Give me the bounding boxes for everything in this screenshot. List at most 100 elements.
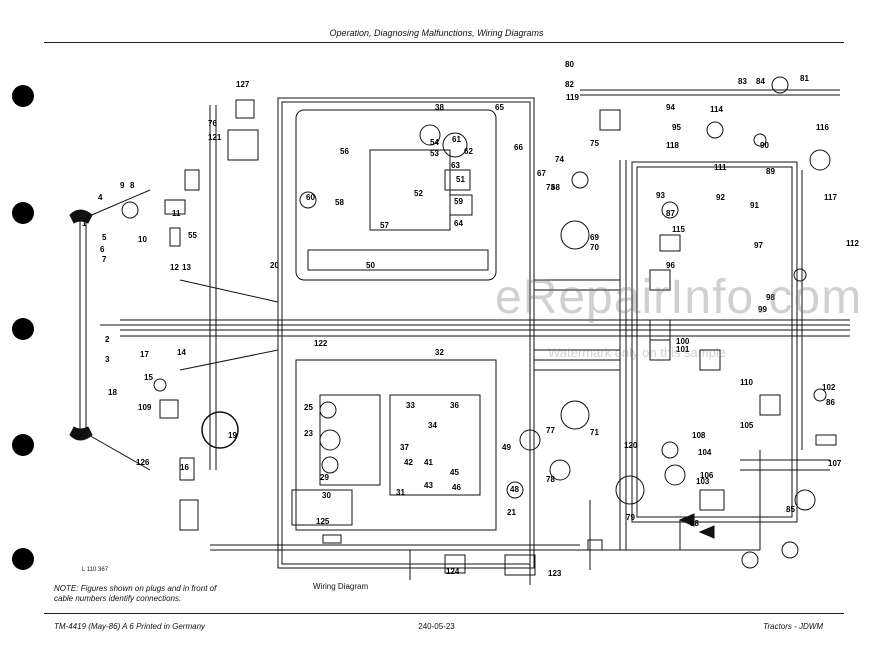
component-callout-121: 121 [208,133,222,142]
components [69,76,837,576]
component-callout-13: 13 [182,263,191,272]
component-callout-98: 98 [766,293,775,302]
component-callout-81: 81 [800,74,809,83]
component-callout-115: 115 [672,225,685,234]
relay-icon [599,109,621,131]
component-callout-56: 56 [340,147,349,156]
component-callout-73: 73 [546,183,555,192]
component-callout-20: 20 [270,261,279,270]
component-callout-109: 109 [138,403,152,412]
component-callout-17: 17 [140,350,149,359]
component-callout-53: 53 [430,149,439,158]
footer-document-id: TM-4419 (May-86) A 6 Printed in Germany [54,622,206,631]
component-callout-37: 37 [400,443,409,452]
watermark-text: eRepairInfo.com [495,271,863,324]
component-callout-25: 25 [304,403,313,412]
relay-icon [649,269,671,291]
component-callout-65: 65 [495,103,504,112]
binder-hole-5 [12,548,34,570]
lamp-icon [771,76,789,94]
wiring-diagram: 1234567891011121314151617181920212325293… [69,60,859,585]
lamp-icon [661,201,679,219]
sender-icon [504,554,536,576]
component-callout-124: 124 [446,567,460,576]
component-callout-94: 94 [666,103,675,112]
component-callout-89: 89 [766,167,775,176]
component-callout-118: 118 [666,141,679,150]
component-callout-21: 21 [507,508,516,517]
watermark-subtext: Watermark only on this sample [548,345,726,360]
component-callout-6: 6 [100,245,105,254]
component-callout-4: 4 [98,193,103,202]
component-callout-78: 78 [546,475,555,484]
component-callout-101: 101 [676,345,690,354]
switch-icon [184,169,200,191]
component-callout-46: 46 [452,483,461,492]
footer-product: Tractors - JDWM [763,622,823,631]
component-callout-84: 84 [756,77,765,86]
component-callout-112: 112 [846,239,859,248]
component-callout-127: 127 [236,80,250,89]
component-callout-55: 55 [188,231,197,240]
lamp-icon [299,191,317,209]
headlamp-lower-icon [69,426,93,441]
lamp-icon [793,268,807,282]
component-callout-19: 19 [228,431,237,440]
component-callout-69: 69 [590,233,599,242]
component-callout-105: 105 [740,421,754,430]
component-callout-125: 125 [316,517,330,526]
component-callout-79: 79 [626,513,635,522]
component-callout-36: 36 [450,401,459,410]
plug-icon [322,534,342,544]
component-callout-58: 58 [335,198,344,207]
lamp-icon [121,201,139,219]
binder-hole-2 [12,202,34,224]
connector-round-icon [615,475,645,505]
component-callout-49: 49 [502,443,511,452]
relay-icon [659,234,681,252]
lamp-icon [753,133,767,147]
lamp-icon [781,541,799,559]
component-callout-86: 86 [826,398,835,407]
component-callout-32: 32 [435,348,444,357]
gauge-icon [319,429,341,451]
component-callout-107: 107 [828,459,842,468]
component-callout-126: 126 [136,458,150,467]
component-callout-3: 3 [105,355,110,364]
relay-icon [649,339,671,361]
header-rule [44,42,844,43]
connector-round-icon [201,411,239,449]
component-callout-111: 111 [714,163,727,172]
component-callout-1: 1 [82,219,87,228]
headlamp-upper-icon [69,209,93,224]
component-callout-62: 62 [464,147,473,156]
component-callout-51: 51 [456,175,465,184]
component-callout-8: 8 [130,181,135,190]
component-callout-116: 116 [816,123,829,132]
lamp-icon [794,489,816,511]
component-callout-74: 74 [555,155,564,164]
component-callout-96: 96 [666,261,675,270]
component-callout-18: 18 [108,388,117,397]
component-callout-77: 77 [546,426,555,435]
component-callout-85: 85 [786,505,795,514]
beacon-icon [809,149,831,171]
lamp-icon [321,456,339,474]
component-callout-29: 29 [320,473,329,482]
component-callout-82: 82 [565,80,574,89]
component-callout-114: 114 [710,105,723,114]
gauge-icon [519,429,541,451]
component-callout-41: 41 [424,458,433,467]
component-callout-120: 120 [624,441,638,450]
plug-icon [815,434,837,446]
fuse-icon [169,227,181,247]
component-callout-75: 75 [590,139,599,148]
lamp-icon [571,171,589,189]
sender-icon [549,459,571,481]
connector-round-icon [560,400,590,430]
component-callout-38: 38 [435,103,444,112]
component-callout-103: 103 [696,477,710,486]
component-callout-68: 68 [551,183,560,192]
component-callout-91: 91 [750,201,759,210]
